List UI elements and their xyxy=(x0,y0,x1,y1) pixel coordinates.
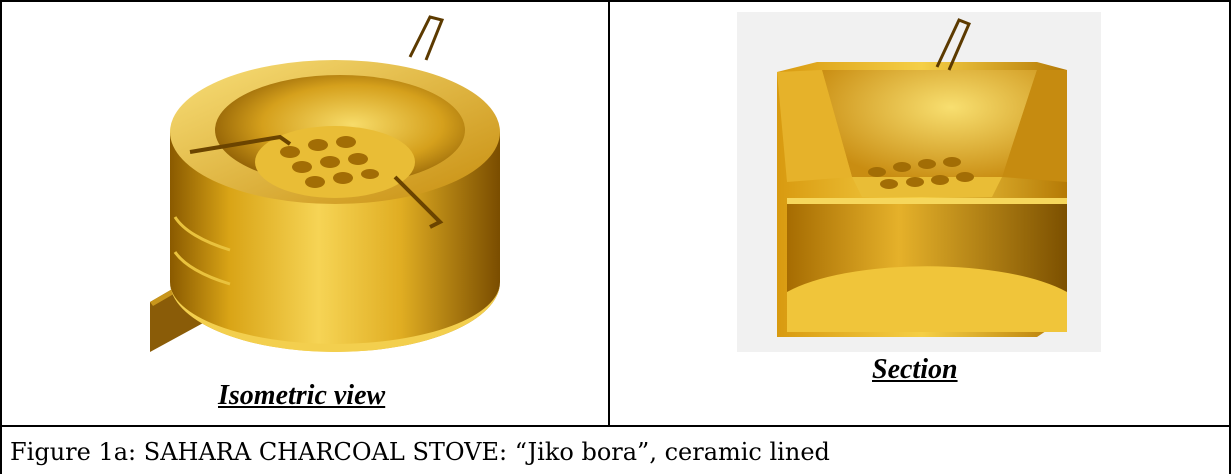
isometric-stove-image xyxy=(130,12,530,372)
table-border-top xyxy=(0,0,1231,2)
table-border-middle xyxy=(608,0,610,426)
section-cell: Section xyxy=(610,2,1229,425)
figure-caption: Figure 1a: SAHARA CHARCOAL STOVE: “Jiko … xyxy=(10,438,830,466)
section-label: Section xyxy=(872,354,958,385)
section-stove-image xyxy=(737,12,1101,352)
table-border-right xyxy=(1229,0,1231,474)
isometric-view-label: Isometric view xyxy=(218,380,386,411)
table-border-row xyxy=(0,425,1231,427)
isometric-cell: Isometric view xyxy=(2,2,608,425)
table-border-left xyxy=(0,0,2,474)
